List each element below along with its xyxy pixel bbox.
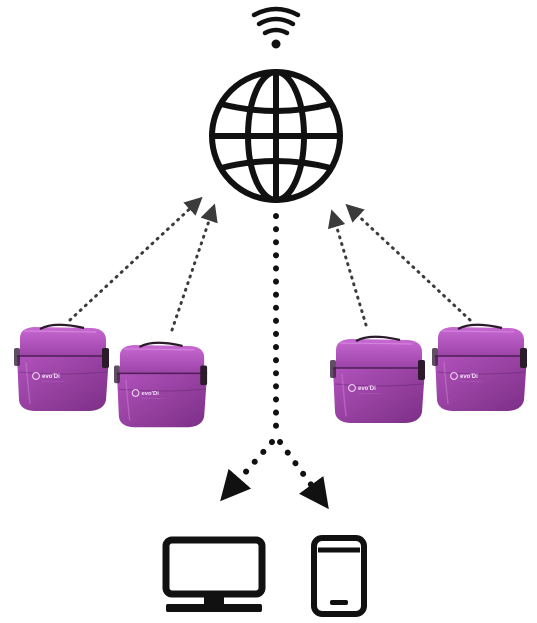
device-uplink-arrows — [68, 196, 472, 332]
purple-device-4 — [430, 323, 529, 413]
smartphone-icon — [311, 535, 367, 617]
globe-icon — [209, 69, 343, 203]
downlink-arrow-phone — [277, 439, 329, 510]
uplink-arrow-2 — [170, 203, 218, 332]
purple-device-1 — [12, 323, 111, 413]
downlink-arrow-desktop — [220, 439, 275, 502]
wifi-icon — [251, 6, 301, 49]
uplink-arrow-1 — [68, 196, 203, 322]
uplink-arrow-3 — [327, 209, 368, 327]
purple-device-2 — [112, 341, 209, 429]
purple-device-3 — [328, 335, 427, 425]
desktop-monitor-icon — [162, 536, 266, 612]
uplink-arrow-4 — [345, 203, 472, 322]
downlink-arrows — [220, 213, 329, 510]
